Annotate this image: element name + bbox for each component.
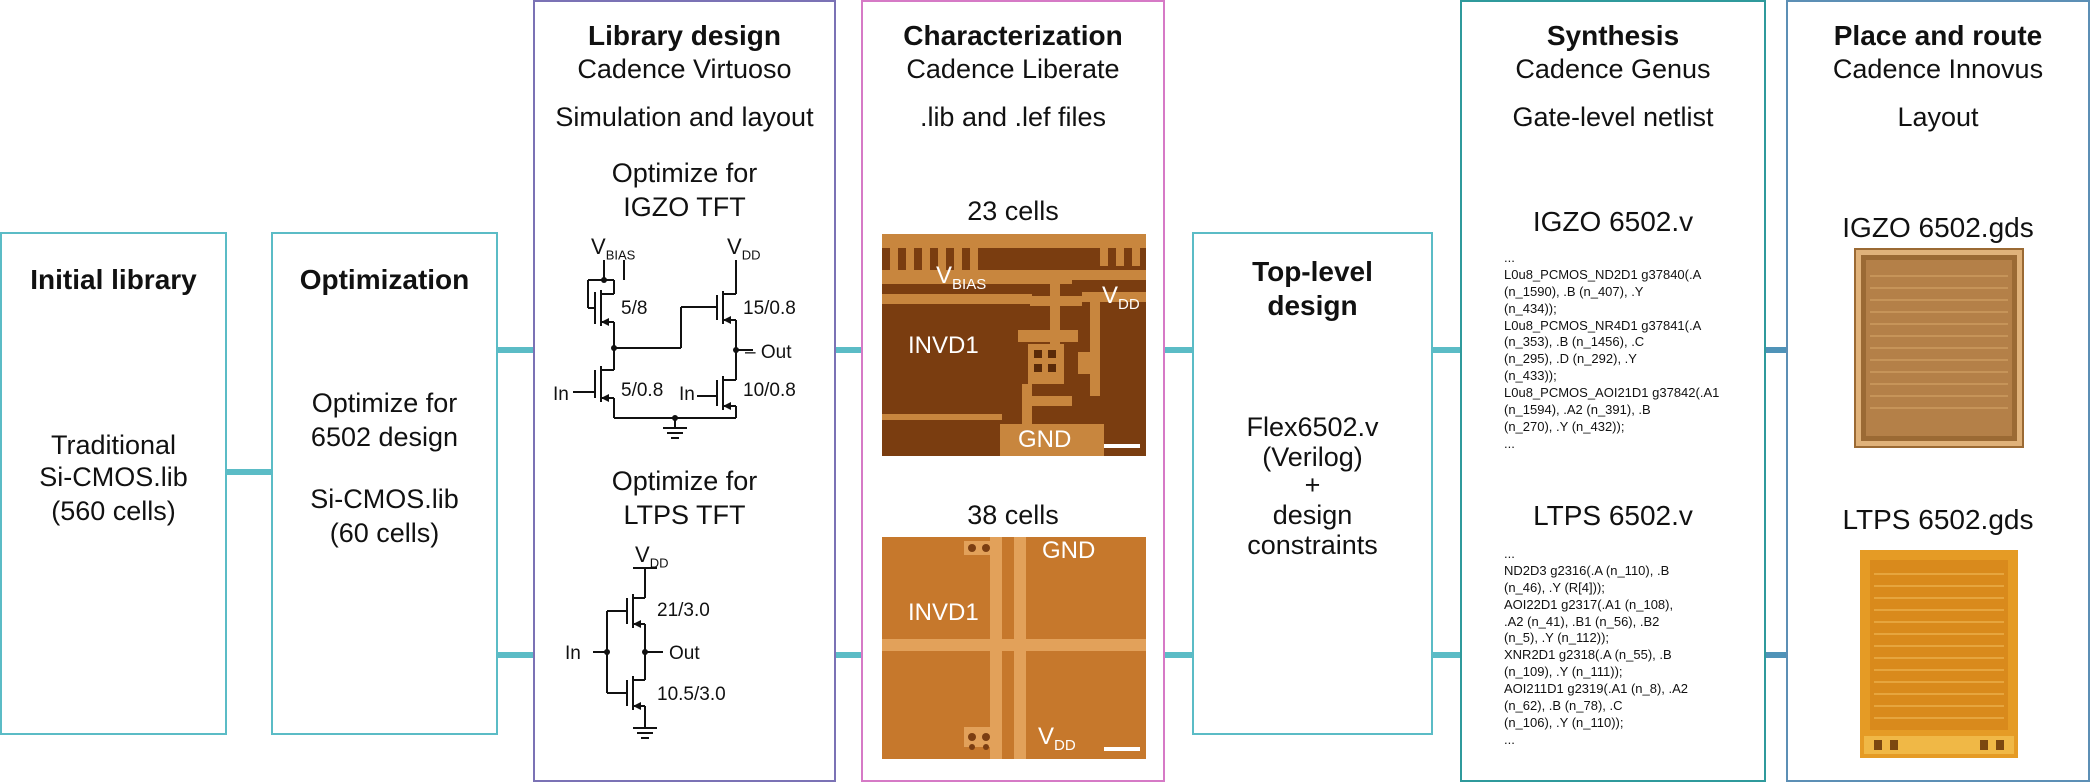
ltps-gds-filename: LTPS 6502.gds bbox=[1842, 504, 2034, 535]
igzo-ratio-3: 5/0.8 bbox=[621, 380, 664, 401]
ltps-ratio-1: 21/3.0 bbox=[657, 600, 710, 621]
ltps-cell-micrograph: GND INVD1 VDD bbox=[882, 537, 1146, 759]
igzo-gds-filename: IGZO 6502.gds bbox=[1842, 212, 2034, 243]
place-and-route-box: Place and route Cadence Innovus Layout I… bbox=[1786, 0, 2090, 782]
initial-library-title: Initial library bbox=[30, 264, 197, 295]
micro-ltps-gnd-label: GND bbox=[1042, 537, 1096, 564]
igzo-cells-count: 23 cells bbox=[967, 196, 1059, 226]
igzo-in-label-1: In bbox=[553, 384, 569, 405]
igzo-netlist-code: ...L0u8_PCMOS_ND2D1 g37840(.A(n_1590), .… bbox=[1504, 250, 1720, 451]
initial-library-line2: Si-CMOS.lib bbox=[39, 462, 188, 492]
igzo-ratio-2: 15/0.8 bbox=[743, 298, 796, 319]
top-level-title-2: design bbox=[1267, 290, 1358, 321]
synthesis-title: Synthesis bbox=[1546, 20, 1680, 51]
top-level-line4: design bbox=[1272, 500, 1353, 530]
library-design-box: Library design Cadence Virtuoso Simulati… bbox=[533, 0, 836, 782]
micro-igzo-cell-label: INVD1 bbox=[908, 332, 979, 359]
optimization-title: Optimization bbox=[299, 264, 470, 295]
characterization-box: Characterization Cadence Liberate .lib a… bbox=[861, 0, 1165, 782]
ltps-schematic bbox=[593, 567, 663, 739]
top-level-line3: + bbox=[1304, 470, 1321, 500]
top-level-line5: constraints bbox=[1247, 530, 1378, 560]
ltps-netlist-code: ...ND2D3 g2316(.A (n_110), .B(n_46), .Y … bbox=[1504, 546, 1689, 747]
igzo-optimize-line1: Optimize for bbox=[611, 158, 758, 188]
ltps-in-label: In bbox=[565, 643, 581, 664]
library-design-output: Simulation and layout bbox=[555, 102, 814, 132]
igzo-cell-micrograph: VBIAS VDD INVD1 GND bbox=[882, 234, 1146, 456]
ltps-netlist-filename: LTPS 6502.v bbox=[1533, 500, 1693, 531]
igzo-in-label-2: In bbox=[679, 384, 695, 405]
place-and-route-output: Layout bbox=[1897, 102, 1979, 132]
igzo-out-label: – Out bbox=[745, 342, 792, 363]
place-and-route-title: Place and route bbox=[1833, 20, 2043, 51]
micro-ltps-cell-label: INVD1 bbox=[908, 599, 979, 626]
initial-library-box: Initial library Traditional Si-CMOS.lib … bbox=[0, 232, 227, 735]
top-level-line1: Flex6502.v bbox=[1246, 412, 1379, 442]
ltps-layout-image bbox=[1860, 550, 2018, 758]
micro-igzo-vdd-label: VDD bbox=[1102, 282, 1140, 313]
micro-igzo-vbias-label: VBIAS bbox=[936, 262, 987, 293]
igzo-netlist-filename: IGZO 6502.v bbox=[1532, 206, 1694, 237]
optimization-line4: (60 cells) bbox=[329, 518, 440, 548]
optimization-line1: Optimize for bbox=[311, 388, 458, 418]
initial-library-line1: Traditional bbox=[50, 430, 177, 460]
ltps-optimize-line1: Optimize for bbox=[611, 466, 758, 496]
characterization-title: Characterization bbox=[903, 20, 1123, 51]
igzo-schematic bbox=[573, 260, 753, 439]
optimization-line2: 6502 design bbox=[310, 422, 459, 452]
ltps-vdd-label: VDD bbox=[635, 542, 669, 571]
characterization-output: .lib and .lef files bbox=[919, 102, 1107, 132]
top-level-title-1: Top-level bbox=[1252, 256, 1373, 287]
synthesis-output: Gate-level netlist bbox=[1512, 102, 1714, 132]
optimization-box: Optimization Optimize for 6502 design Si… bbox=[271, 232, 498, 735]
micro-ltps-vdd-label: VDD bbox=[1038, 723, 1076, 754]
igzo-vbias-label: VBIAS bbox=[591, 234, 636, 263]
initial-library-line3: (560 cells) bbox=[51, 496, 176, 526]
ltps-optimize-line2: LTPS TFT bbox=[623, 500, 746, 530]
characterization-tool: Cadence Liberate bbox=[906, 54, 1120, 84]
ltps-cells-count: 38 cells bbox=[967, 500, 1059, 530]
optimization-line3: Si-CMOS.lib bbox=[310, 484, 459, 514]
top-level-design-box: Top-level design Flex6502.v (Verilog) + … bbox=[1192, 232, 1433, 735]
place-and-route-tool: Cadence Innovus bbox=[1832, 54, 2044, 84]
igzo-optimize-line2: IGZO TFT bbox=[623, 192, 746, 222]
synthesis-box: Synthesis Cadence Genus Gate-level netli… bbox=[1460, 0, 1766, 782]
igzo-vdd-label: VDD bbox=[727, 234, 761, 263]
top-level-line2: (Verilog) bbox=[1262, 442, 1363, 472]
library-design-title: Library design bbox=[588, 20, 781, 51]
ltps-out-label: Out bbox=[669, 643, 700, 664]
synthesis-tool: Cadence Genus bbox=[1515, 54, 1711, 84]
igzo-ratio-1: 5/8 bbox=[621, 298, 648, 319]
micro-igzo-gnd-label: GND bbox=[1018, 426, 1072, 453]
library-design-tool: Cadence Virtuoso bbox=[577, 54, 792, 84]
igzo-layout-image bbox=[1854, 248, 2024, 448]
ltps-ratio-2: 10.5/3.0 bbox=[657, 684, 726, 705]
igzo-ratio-4: 10/0.8 bbox=[743, 380, 796, 401]
